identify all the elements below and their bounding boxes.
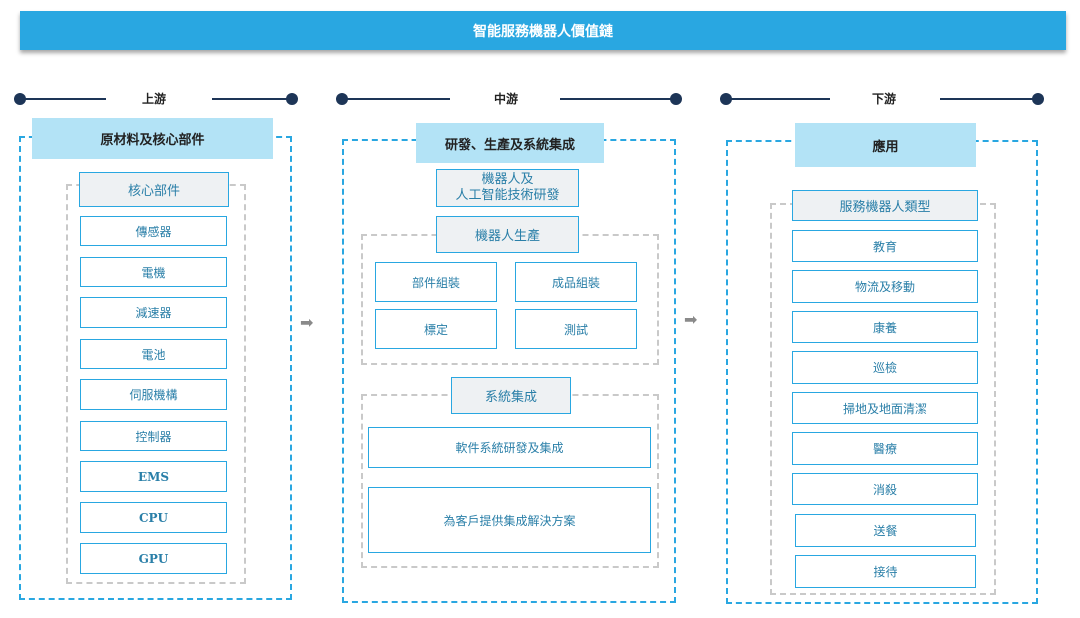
production-item-calibration: 標定 — [375, 309, 497, 349]
timeline-line-left-upstream — [24, 98, 106, 100]
stage-label-downstream: 下游 — [871, 92, 896, 106]
timeline-dot-right-midstream — [670, 93, 682, 105]
downstream-item-inspection: 巡檢 — [792, 351, 978, 384]
upstream-item-sensor: 傳感器 — [80, 216, 227, 246]
midstream-header: 研發、生產及系統集成 — [416, 123, 604, 163]
timeline-line-right-midstream — [560, 98, 674, 100]
timeline-line-right-upstream — [212, 98, 292, 100]
upstream-header-label: 原材料及核心部件 — [100, 133, 205, 148]
timeline-dot-right-downstream — [1032, 93, 1044, 105]
downstream-item-elderly-care: 康養 — [792, 311, 978, 343]
upstream-item-ems: EMS — [80, 461, 227, 492]
timeline-dot-left-downstream — [720, 93, 732, 105]
downstream-item-logistics: 物流及移動 — [792, 270, 978, 303]
midstream-rd-line-2: 人工智能技術研發 — [455, 188, 560, 203]
integration-header-label: 系統集成 — [484, 390, 537, 405]
upstream-item-servo: 伺服機構 — [80, 379, 227, 410]
integration-item-solutions: 為客戶提供集成解決方案 — [368, 487, 651, 553]
upstream-item-controller: 控制器 — [80, 421, 227, 451]
downstream-sub-header: 服務機器人類型 — [792, 190, 978, 221]
downstream-sub-header-label: 服務機器人類型 — [839, 200, 931, 215]
timeline-line-right-downstream — [940, 98, 1036, 100]
upstream-header: 原材料及核心部件 — [32, 118, 273, 159]
upstream-item-reducer: 減速器 — [80, 297, 227, 328]
upstream-item-motor: 電機 — [80, 257, 227, 287]
timeline-line-left-downstream — [730, 98, 830, 100]
downstream-item-education: 教育 — [792, 230, 978, 262]
downstream-item-reception: 接待 — [795, 555, 976, 588]
page-title: 智能服務機器人價值鏈 — [473, 23, 613, 40]
upstream-item-gpu: GPU — [80, 543, 227, 574]
production-item-testing: 測試 — [515, 309, 637, 349]
upstream-sub-header-label: 核心部件 — [127, 184, 180, 199]
midstream-header-label: 研發、生產及系統集成 — [444, 137, 575, 153]
midstream-rd-box: 機器人及 人工智能技術研發 — [436, 169, 579, 207]
right-arrow-icon: ➡ — [300, 313, 314, 332]
stage-label-midstream: 中游 — [493, 92, 518, 106]
downstream-item-cleaning: 掃地及地面清潔 — [792, 392, 978, 424]
downstream-item-disinfection: 消殺 — [792, 473, 978, 505]
midstream-rd-line-1: 機器人及 — [481, 172, 534, 187]
upstream-item-battery: 電池 — [80, 339, 227, 369]
right-arrow-icon: ➡ — [684, 310, 698, 329]
upstream-sub-header: 核心部件 — [79, 172, 229, 207]
timeline-dot-right-upstream — [286, 93, 298, 105]
upstream-item-cpu: CPU — [80, 502, 227, 533]
integration-header: 系統集成 — [451, 377, 571, 414]
timeline-dot-left-midstream — [336, 93, 348, 105]
production-item-product-assembly: 成品組裝 — [515, 262, 637, 302]
timeline-dot-left-upstream — [14, 93, 26, 105]
downstream-item-medical: 醫療 — [792, 432, 978, 465]
production-header-label: 機器人生產 — [474, 229, 540, 244]
timeline-line-left-midstream — [346, 98, 450, 100]
integration-item-software: 軟件系統研發及集成 — [368, 427, 651, 468]
production-header: 機器人生產 — [436, 216, 579, 253]
downstream-item-food-delivery: 送餐 — [795, 514, 976, 547]
downstream-header-label: 應用 — [872, 139, 899, 155]
stage-label-upstream: 上游 — [141, 92, 166, 106]
downstream-header: 應用 — [795, 123, 976, 167]
production-item-component-assembly: 部件組裝 — [375, 262, 497, 302]
title-banner: 智能服務機器人價值鏈 — [20, 11, 1066, 50]
